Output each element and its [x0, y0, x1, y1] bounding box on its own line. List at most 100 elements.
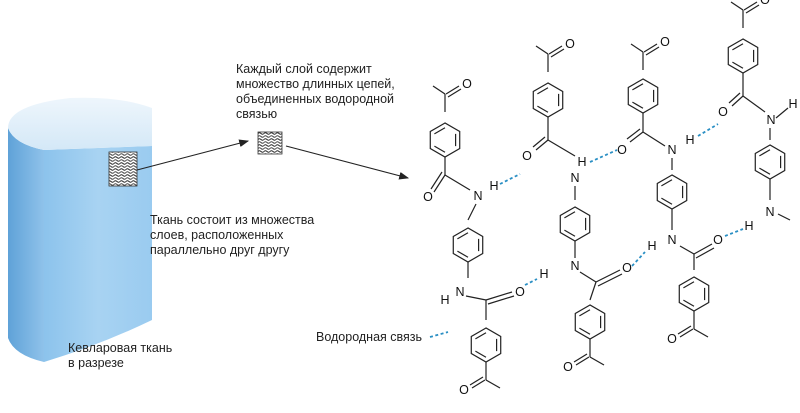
- ring-double-bond: [475, 332, 487, 340]
- bond-line: [547, 139, 576, 157]
- bond-line: [728, 92, 741, 104]
- ring-double-bond: [564, 229, 576, 237]
- layer-zoom-sample: [257, 131, 283, 155]
- ring-double-bond: [632, 83, 644, 91]
- ring-double-bond: [579, 327, 591, 335]
- bond-line: [743, 1, 758, 11]
- hydrogen-bond: [524, 278, 538, 286]
- bond-line: [471, 379, 486, 389]
- nitrogen-atom: N: [765, 205, 774, 219]
- bond-line: [487, 295, 515, 305]
- ring-double-bond: [475, 350, 487, 358]
- nitrogen-atom: N: [667, 143, 676, 157]
- bond-line: [469, 376, 484, 386]
- bond-line: [695, 247, 715, 259]
- bond-line: [643, 43, 658, 53]
- bond-line: [742, 95, 766, 113]
- bond-line: [677, 325, 692, 335]
- bond-line: [775, 107, 789, 119]
- fabric-top-face: [8, 97, 152, 150]
- ring-double-bond: [457, 232, 469, 240]
- fabric-side-face: [8, 128, 44, 362]
- oxygen-atom: O: [522, 149, 532, 163]
- oxygen-atom: O: [459, 383, 469, 397]
- ring-double-bond: [732, 61, 744, 69]
- ring-double-bond: [434, 127, 446, 135]
- arrow-to-layer: [136, 139, 250, 171]
- ring-double-bond: [537, 105, 549, 113]
- bond-line: [535, 139, 549, 151]
- hydrogen-bond: [429, 331, 449, 338]
- bond-line: [430, 171, 443, 190]
- layers-description: Ткань состоит из множества слоев, распол…: [150, 213, 315, 257]
- nitrogen-atom: N: [570, 259, 579, 273]
- oxygen-atom: O: [760, 0, 770, 7]
- fabric-block: [8, 97, 152, 362]
- oxygen-atom: O: [713, 233, 723, 247]
- fabric-front-face: [44, 146, 152, 362]
- bond-line: [550, 48, 565, 58]
- bond-line: [535, 45, 549, 55]
- nitrogen-atom: N: [766, 113, 775, 127]
- bond-line: [444, 174, 471, 191]
- ring-double-bond: [537, 87, 549, 95]
- hydrogen-atom: H: [744, 219, 753, 233]
- bond-line: [595, 269, 621, 283]
- bond-line: [573, 353, 588, 363]
- bond-line: [679, 328, 694, 338]
- bond-line: [679, 245, 695, 255]
- ring-double-bond: [457, 250, 469, 258]
- chains-description: Каждый слой содержит множество длинных ц…: [236, 62, 395, 121]
- hydrogen-bond: [631, 251, 646, 267]
- ring-double-bond: [661, 197, 673, 205]
- bond-line: [432, 85, 446, 95]
- ring-double-bond: [759, 167, 771, 175]
- bond-line: [465, 295, 487, 301]
- oxygen-atom: O: [462, 77, 472, 91]
- bond-line: [548, 45, 563, 55]
- bond-line: [433, 174, 446, 193]
- bond-line: [693, 243, 713, 255]
- bond-line: [645, 46, 660, 56]
- ring-double-bond: [683, 299, 695, 307]
- cross-section-label: Кевларовая ткань в разрезе: [68, 341, 173, 370]
- ring-double-bond: [564, 211, 576, 219]
- bond-line: [589, 281, 597, 301]
- oxygen-atom: O: [622, 261, 632, 275]
- ring-double-bond: [661, 179, 673, 187]
- hydrogen-bond: [499, 173, 521, 185]
- hydrogen-atom: H: [577, 155, 586, 169]
- oxygen-atom: O: [617, 143, 627, 157]
- bond-line: [642, 131, 666, 147]
- bond-line: [777, 213, 791, 221]
- bond-line: [532, 136, 546, 148]
- bond-line: [467, 203, 477, 221]
- bond-line: [575, 356, 590, 366]
- bond-line: [630, 43, 644, 53]
- oxygen-atom: O: [563, 360, 573, 374]
- oxygen-atom: O: [423, 190, 433, 204]
- nitrogen-atom: N: [473, 189, 482, 203]
- bond-line: [485, 379, 501, 389]
- ring-double-bond: [579, 309, 591, 317]
- oxygen-atom: O: [660, 35, 670, 49]
- oxygen-atom: O: [718, 105, 728, 119]
- bond-line: [745, 4, 760, 14]
- oxygen-atom: O: [667, 332, 677, 346]
- hydrogen-bond: [697, 123, 719, 137]
- hydrogen-bond: [589, 149, 618, 163]
- oxygen-atom: O: [565, 37, 575, 51]
- ring-double-bond: [732, 43, 744, 51]
- bond-line: [447, 88, 462, 98]
- hydrogen-atom: H: [440, 293, 449, 307]
- hydrogen-bond-legend-label: Водородная связь: [316, 330, 423, 344]
- oxygen-atom: O: [515, 285, 525, 299]
- bond-line: [445, 85, 460, 95]
- arrow-to-chains: [285, 145, 410, 180]
- hydrogen-atom: H: [539, 267, 548, 281]
- ring-double-bond: [434, 145, 446, 153]
- ring-double-bond: [759, 149, 771, 157]
- bond-line: [626, 128, 641, 140]
